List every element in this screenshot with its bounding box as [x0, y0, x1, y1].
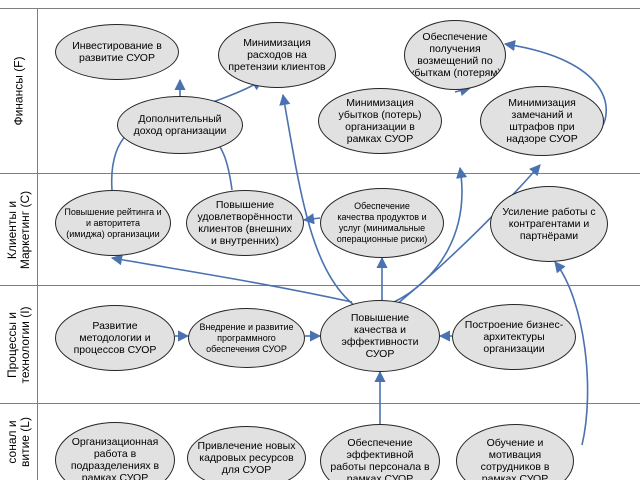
arrow-minfines-compensation	[503, 39, 607, 131]
node-min-losses-text: Минимизация убытков (потерь) организации…	[338, 97, 422, 145]
lane-clients: Клиенты и Маркетинг (C)	[0, 173, 640, 285]
node-org-work: Организационная работа в подразделениях …	[55, 422, 175, 480]
node-rating-text: Повышение рейтинга и и авторитета (имидж…	[64, 206, 162, 239]
node-invest-text: Инвестирование в развитие СУОР	[72, 40, 162, 64]
node-recruit: Привлечение новых кадровых ресурсов для …	[187, 426, 306, 480]
arrow-qualityproducts-satisfaction	[302, 213, 321, 225]
node-effective-staff-text: Обеспечение эффективной работы персонала…	[330, 437, 430, 480]
lane-personnel: сонал и витие (L)	[0, 403, 640, 480]
node-satisfaction-text: Повышение удовлетворённости клиентов (вн…	[197, 199, 293, 247]
node-min-losses: Минимизация убытков (потерь) организации…	[318, 88, 442, 154]
arrow-qualityeff-minlosses	[391, 166, 468, 304]
arrow-qualityeff-rating	[110, 254, 353, 303]
node-methodology: Развитие методологии и процессов СУОР	[55, 305, 175, 371]
node-quality-products-text: Обеспечение качества продуктов и услуг (…	[336, 201, 428, 244]
node-add-income-text: Дополнительный доход организации	[133, 113, 227, 137]
arrow-qualityeff-minclaims	[279, 93, 356, 307]
node-quality-eff: Повышение качества и эффективности СУОР	[320, 300, 440, 372]
node-counterparties: Усиление работы с контрагентами и партнё…	[490, 186, 608, 262]
node-org-work-text: Организационная работа в подразделениях …	[70, 436, 160, 480]
node-invest: Инвестирование в развитие СУОР	[55, 24, 179, 80]
node-satisfaction: Повышение удовлетворённости клиентов (вн…	[186, 190, 304, 256]
node-min-fines: Минимизация замечаний и штрафов при надз…	[480, 86, 604, 156]
lane-label-box: Клиенты и Маркетинг (C)	[0, 174, 38, 285]
node-rating: Повышение рейтинга и и авторитета (имидж…	[55, 190, 171, 256]
node-recruit-text: Привлечение новых кадровых ресурсов для …	[197, 440, 296, 476]
node-quality-products: Обеспечение качества продуктов и услуг (…	[320, 188, 444, 258]
lane-label-box: Процессы и технологии (I)	[0, 286, 38, 403]
node-training-text: Обучение и мотивация сотрудников в рамка…	[480, 437, 550, 480]
node-min-fines-text: Минимизация замечаний и штрафов при надз…	[506, 97, 578, 145]
node-methodology-text: Развитие методологии и процессов СУОР	[73, 320, 157, 356]
node-add-income: Дополнительный доход организации	[117, 96, 243, 154]
node-software: Внедрение и развитие программного обеспе…	[188, 308, 305, 368]
arrow-training-counterparties	[554, 261, 589, 446]
node-architecture: Построение бизнес- архитектуры организац…	[452, 304, 576, 370]
lane-label-box: Финансы (F)	[0, 9, 38, 173]
node-compensation-text: Обеспечение получения возмещений по убыт…	[409, 31, 501, 79]
node-architecture-text: Построение бизнес- архитектуры организац…	[464, 319, 564, 355]
lane-finance: Финансы (F)	[0, 8, 640, 173]
node-counterparties-text: Усиление работы с контрагентами и партнё…	[502, 206, 596, 242]
lane-processes: Процессы и технологии (I)	[0, 285, 640, 403]
node-effective-staff: Обеспечение эффективной работы персонала…	[320, 424, 440, 480]
node-training: Обучение и мотивация сотрудников в рамка…	[456, 424, 574, 480]
arrow-qualityeff-minfines	[395, 164, 541, 306]
node-min-claims: Минимизация расходов на претензии клиент…	[218, 22, 336, 88]
node-quality-eff-text: Повышение качества и эффективности СУОР	[341, 312, 419, 360]
node-compensation: Обеспечение получения возмещений по убыт…	[404, 20, 506, 90]
node-min-claims-text: Минимизация расходов на претензии клиент…	[228, 37, 326, 73]
lane-label-box: сонал и витие (L)	[0, 404, 38, 480]
node-software-text: Внедрение и развитие программного обеспе…	[199, 321, 294, 354]
